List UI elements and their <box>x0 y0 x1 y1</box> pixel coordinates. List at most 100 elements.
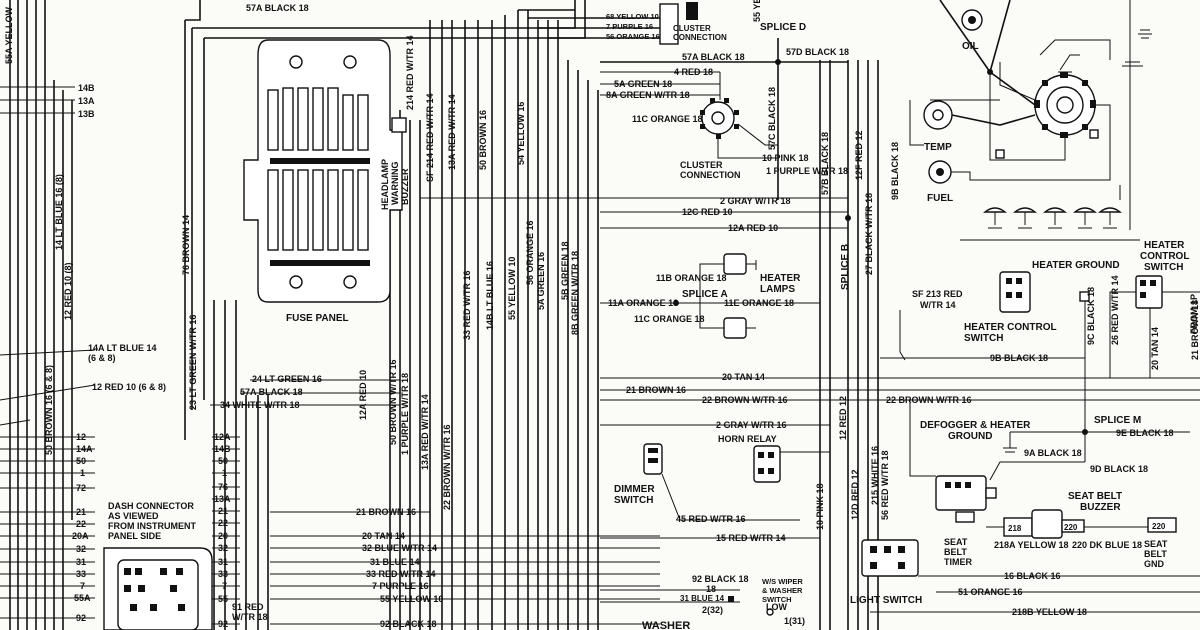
cluster-connection-top-label: CLUSTER <box>673 24 711 33</box>
wire-label: 68 YELLOW 10 <box>606 12 659 21</box>
wire-label-vertical: 20 TAN 14 <box>1150 327 1160 370</box>
wire-label: 31 BLUE 14 <box>370 557 420 567</box>
seat-belt-timer-label: SEAT <box>944 537 968 547</box>
wire-label-vertical: 26 RED W/TR 14 <box>1110 275 1120 345</box>
pin-label-left: 12 <box>76 432 86 442</box>
box-label: 220 <box>1064 523 1078 532</box>
headlamp-buzzer-label: HEADLAMP <box>380 159 390 210</box>
dash-connector-caption: FROM INSTRUMENT <box>108 521 196 531</box>
seat-belt-gnd-label: SEAT <box>1144 539 1168 549</box>
wire-label-vertical: 50 BROWN 16 (6 & 8) <box>44 365 54 455</box>
wire-label-vertical: 55 YE <box>752 0 762 22</box>
seat-belt-gnd-label: BELT <box>1144 549 1167 559</box>
dimmer-switch: DIMMER SWITCH 45 RED W/TR 16 15 RED W/TR… <box>600 443 820 543</box>
misc-label: 1(31) <box>784 616 805 626</box>
wire-label-vertical: 55 YELLOW 10 <box>507 257 517 320</box>
light-switch-label: LIGHT SWITCH <box>850 595 922 606</box>
wire-label: 33 RED W/TR 14 <box>366 569 436 579</box>
pin-label-right: 33 <box>218 569 228 579</box>
wire-label: 4 RED 18 <box>674 67 713 77</box>
low-label: LOW <box>766 602 787 612</box>
wire-label: 22 BROWN W/TR 16 <box>702 395 788 405</box>
heater-lamps-label: HEATER <box>760 273 801 284</box>
wire-label-vertical: 57C BLACK 18 <box>767 87 777 150</box>
wire-label-vertical: 13A RED W/TR 14 <box>420 394 430 470</box>
red-feed-wires: 12C RED 10 12A RED 10 <box>420 197 851 233</box>
wire-label-vertical: 12 RED 12 <box>838 396 848 440</box>
wire-label: 14A LT BLUE 14 <box>88 343 157 353</box>
wire-label: 2 GRAY W/TR 18 <box>720 196 791 206</box>
wire-label-vertical: 5A GREEN 16 <box>536 252 546 310</box>
wire-label-vertical: 214 RED W/TR 14 <box>405 35 415 110</box>
splice-d: SPLICE D 57A BLACK 18 57D BLACK 18 57C B… <box>600 22 849 200</box>
wire-label-vertical: 76 BROWN 14 <box>181 215 191 275</box>
wire-label: 11E ORANGE 18 <box>724 298 794 308</box>
wire-label-vertical: 9B BLACK 18 <box>890 142 900 200</box>
wire-label-vertical: 50 BROWN W/TR 16 <box>388 359 398 445</box>
wire-label: 57A BLACK 18 <box>682 52 745 62</box>
wire-label: 16 BLACK 16 <box>1004 571 1061 581</box>
ws-wiper-label: W/S WIPER <box>762 577 803 586</box>
wire-label-vertical: 54 YELLOW 16 <box>516 102 526 165</box>
pin-label-right: 32 <box>218 543 228 553</box>
dimmer-switch-label: SWITCH <box>614 495 653 506</box>
wire-label: 21 BROWN 16 <box>626 385 686 395</box>
long-horizontal-wires: 20 TAN 14 21 BROWN 16 22 BROWN W/TR 16 9… <box>600 353 1200 405</box>
wire-label: 7 PURPLE 16 <box>372 581 429 591</box>
wire-label-vertical: 14B LT BLUE 16 <box>485 261 495 330</box>
wire-label: 12C RED 10 <box>682 207 733 217</box>
wire-label: 20 TAN 14 <box>722 372 765 382</box>
wire-label-vertical: 57B BLACK 18 <box>820 132 830 195</box>
dimmer-switch-label: DIMMER <box>614 484 655 495</box>
wire-label: (6 & 8) <box>88 353 116 363</box>
wire-label: 24 LT GREEN 16 <box>252 374 322 384</box>
pin-label-right: 12A <box>214 432 231 442</box>
wire-label-vertical: 27 BLACK W/TR 18 <box>864 193 874 275</box>
wire-label-vertical: SF 214 RED W/TR 14 <box>425 93 435 182</box>
temp-label: TEMP <box>924 142 952 153</box>
wire-label: 7 PURPLE 16 <box>606 22 653 31</box>
misc-label: W/TR 18 <box>232 612 268 622</box>
wire-label-vertical: 22 BROWN W/TR 16 <box>442 424 452 510</box>
pin-label-right: 22 <box>218 518 228 528</box>
defogger-ground-label: DEFOGGER & HEATER <box>920 420 1031 431</box>
wire-label: 20 TAN 14 <box>362 531 405 541</box>
pin-label-left: 31 <box>76 557 86 567</box>
wire-label: 21 BROWN 16 <box>356 507 416 517</box>
misc-label: 91 RED <box>232 602 264 612</box>
ws-wiper-label: & WASHER <box>762 586 803 595</box>
left-terminal-label: 13A <box>78 96 95 106</box>
pin-label-right: 21 <box>218 506 228 516</box>
pin-label-left: 55A <box>74 593 91 603</box>
wire-label-vertical: 21 BROWN 18 <box>1190 300 1200 360</box>
wire-label: 32 BLUE W/TR 14 <box>362 543 437 553</box>
wire-label: 1 PURPLE W/TR 18 <box>766 166 848 176</box>
wire-label: 218A YELLOW 18 <box>994 540 1069 550</box>
wire-label: 9B BLACK 18 <box>990 353 1048 363</box>
pin-label-left: 20A <box>72 531 89 541</box>
misc-label: 2(32) <box>702 605 723 615</box>
wire-label-vertical: 9C BLACK 18 <box>1086 287 1096 345</box>
heater-control-right-label: HEATER <box>1144 240 1185 251</box>
wire-label: 57A BLACK 18 <box>240 387 303 397</box>
oil-label: OIL <box>962 41 979 52</box>
dash-connector-caption: AS VIEWED <box>108 511 159 521</box>
wire-label: 12 RED 10 (6 & 8) <box>92 382 166 392</box>
wire-label-vertical: 5B GREEN 18 <box>560 241 570 300</box>
wire-label: 92 BLACK 18 <box>380 619 437 629</box>
wire-label: 11A ORANGE 18 <box>608 298 678 308</box>
misc-label: W/TR 14 <box>920 300 956 310</box>
misc-label: FROM 1P <box>1189 294 1199 334</box>
pin-label-right: 31 <box>218 557 228 567</box>
horn-relay: 2 GRAY W/TR 16 HORN RELAY <box>600 420 830 483</box>
wire-label: 55 YELLOW 10 <box>380 594 443 604</box>
wire-label-vertical: 215 WHITE 16 <box>870 446 880 505</box>
box-label: 220 <box>1152 522 1166 531</box>
horn-relay-label: HORN RELAY <box>718 434 777 444</box>
splice-b-label: SPLICE B <box>840 244 851 290</box>
wire-label-vertical: 10 PINK 18 <box>815 483 825 530</box>
pin-label-left: 14A <box>76 444 93 454</box>
gauge-cluster: OIL TEMP FUEL <box>909 0 1152 241</box>
right-center-trunk: 57B BLACK 18 12F RED 12 27 BLACK W/TR 18… <box>815 60 900 630</box>
wire-label-vertical: 23 LT GREEN W/TR 16 <box>188 315 198 410</box>
